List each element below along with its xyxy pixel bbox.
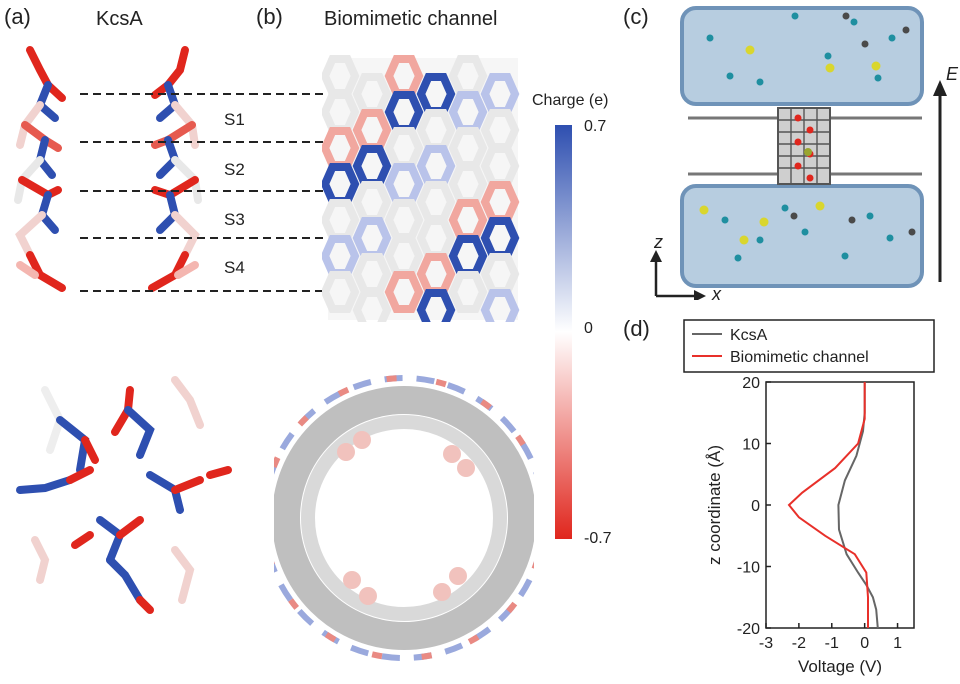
y-tick-label: -20 [737, 621, 760, 638]
series-line-1 [787, 382, 869, 628]
x-tick-label: 1 [893, 635, 902, 652]
panel-d-label: (d) [623, 316, 650, 341]
channel-top-view [274, 375, 534, 661]
panel-a-label: (a) [4, 4, 31, 29]
site-s4-label: S4 [224, 258, 245, 277]
legend-box [683, 319, 935, 373]
x-tick-label: 0 [860, 635, 869, 652]
hexagon-ring [448, 271, 488, 313]
x-tick-label: -2 [792, 635, 806, 652]
field-label: E [946, 64, 959, 84]
panel-b-title: Biomimetic channel [324, 8, 498, 30]
axis-z-label: z [654, 232, 663, 252]
colorbar-min-label: -0.7 [584, 530, 612, 547]
y-tick-label: 20 [742, 375, 760, 392]
y-tick-label: -10 [737, 560, 760, 577]
site-dashes-extension [250, 93, 328, 292]
channel-side-view [322, 55, 520, 322]
hexagon-ring [416, 289, 456, 322]
y-tick-label: 0 [751, 498, 760, 515]
simulation-box [650, 6, 947, 300]
colorbar [555, 125, 572, 539]
kcsa-top-view [16, 376, 232, 614]
legend-label-1: Biomimetic channel [730, 349, 869, 366]
y-tick-label: 10 [742, 437, 760, 454]
panel-b-label: (b) [256, 4, 283, 29]
colorbar-title: Charge (e) [532, 92, 609, 109]
x-tick-label: -3 [759, 635, 773, 652]
series-line-0 [837, 382, 879, 629]
kcsa-side-view [14, 46, 250, 292]
y-axis-label: z coordinate (Å) [705, 445, 724, 565]
x-axis-label: Voltage (V) [798, 657, 882, 676]
axis-x-label: x [712, 284, 721, 304]
hexagon-ring [352, 289, 392, 322]
site-s1-label: S1 [224, 110, 245, 129]
panel-a-title: KcsA [96, 8, 143, 30]
legend-label-0: KcsA [730, 327, 768, 344]
colorbar-max-label: 0.7 [584, 118, 607, 135]
site-s2-label: S2 [224, 160, 245, 179]
hexagon-ring [384, 271, 424, 313]
hexagon-ring [322, 271, 360, 313]
hexagon-ring [480, 289, 520, 322]
panel-c-label: (c) [623, 4, 649, 29]
x-tick-label: -1 [825, 635, 839, 652]
colorbar-mid-label: 0 [584, 320, 593, 337]
site-s3-label: S3 [224, 210, 245, 229]
